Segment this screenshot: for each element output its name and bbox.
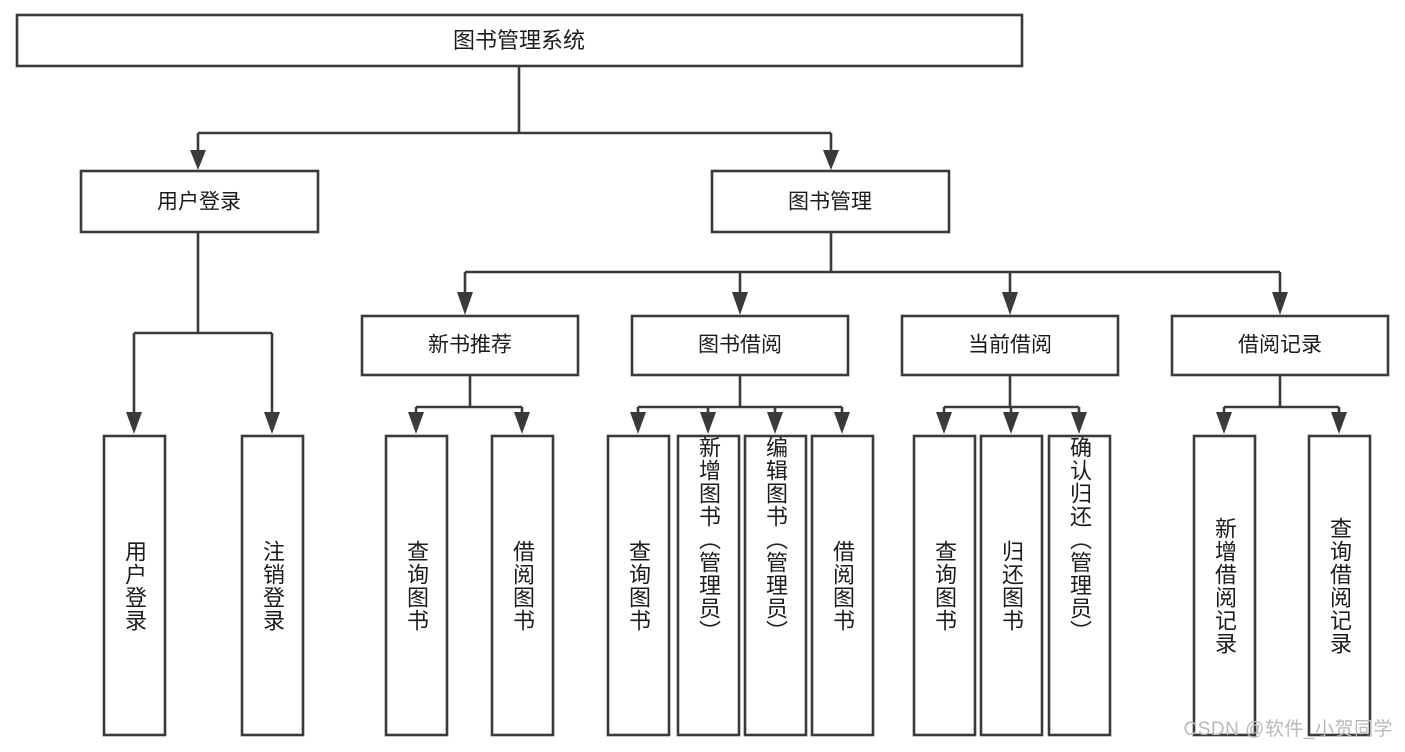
node-book-borrow-box[interactable] xyxy=(630,314,850,377)
watermark-text: CSDN @软件_小贺同学 xyxy=(1183,719,1393,740)
leaf-box-borrow-3[interactable] xyxy=(810,434,875,737)
node-borrow-records-box[interactable] xyxy=(1170,314,1390,377)
leaf-box-current-1[interactable] xyxy=(979,434,1044,737)
arrow-records-l1 xyxy=(1216,412,1232,434)
arrow-borrow-l2 xyxy=(700,412,716,434)
node-user-login[interactable]: 用户登录 xyxy=(79,169,320,234)
node-current-borrow-label: 当前借阅 xyxy=(968,334,1052,357)
leaf-box-borrow-0[interactable] xyxy=(606,434,671,737)
leaf-box-records-0[interactable] xyxy=(1192,434,1257,737)
leaf-box-borrow-1[interactable] xyxy=(676,434,741,737)
arrow-rec-l1 xyxy=(408,412,424,434)
leaf-box-records-1[interactable] xyxy=(1307,434,1372,737)
arrow-borrow-l3 xyxy=(767,412,783,434)
leaf-box-current-0[interactable] xyxy=(912,434,977,737)
arrow-current-l2 xyxy=(1003,412,1019,434)
arrow-root-to-user xyxy=(190,150,206,170)
leaf-box-group xyxy=(102,434,1372,737)
node-new-book-recommend-box[interactable] xyxy=(360,314,580,377)
node-book-management[interactable]: 图书管理 xyxy=(710,169,951,234)
node-user-login-box[interactable] xyxy=(79,169,320,234)
arrow-rec-l2 xyxy=(514,412,530,434)
node-book-borrow[interactable]: 图书借阅 xyxy=(630,314,850,377)
arrow-books-c2 xyxy=(732,292,748,315)
leaf-box-user-login-0[interactable] xyxy=(102,434,167,737)
arrow-borrow-l4 xyxy=(834,412,850,434)
node-book-management-label: 图书管理 xyxy=(788,191,872,214)
node-current-borrow[interactable]: 当前借阅 xyxy=(900,314,1120,377)
node-root-box[interactable] xyxy=(15,13,1024,68)
leaf-box-recommend-1[interactable] xyxy=(490,434,555,737)
node-new-book-recommend-label: 新书推荐 xyxy=(428,334,512,357)
arrow-root-to-books xyxy=(823,150,839,170)
node-user-login-label: 用户登录 xyxy=(157,191,241,214)
arrow-books-c3 xyxy=(1002,292,1018,315)
arrow-records-l2 xyxy=(1331,412,1347,434)
connector-group xyxy=(126,67,1347,434)
node-new-book-recommend[interactable]: 新书推荐 xyxy=(360,314,580,377)
arrow-borrow-l1 xyxy=(630,412,646,434)
arrow-books-c1 xyxy=(457,292,473,315)
node-current-borrow-box[interactable] xyxy=(900,314,1120,377)
arrow-books-c4 xyxy=(1272,292,1288,315)
node-borrow-records-label: 借阅记录 xyxy=(1238,334,1322,357)
node-root-label: 图书管理系统 xyxy=(453,28,585,53)
leaf-box-recommend-0[interactable] xyxy=(384,434,449,737)
arrow-current-l3 xyxy=(1071,412,1087,434)
node-borrow-records[interactable]: 借阅记录 xyxy=(1170,314,1390,377)
node-book-management-box[interactable] xyxy=(710,169,951,234)
leaf-box-user-login-1[interactable] xyxy=(240,434,305,737)
node-book-borrow-label: 图书借阅 xyxy=(698,334,782,357)
node-root[interactable]: 图书管理系统 xyxy=(15,13,1024,68)
arrow-user-leaf2 xyxy=(264,412,280,434)
leaf-box-borrow-2[interactable] xyxy=(743,434,808,737)
arrow-current-l1 xyxy=(936,412,952,434)
arrow-user-leaf1 xyxy=(126,412,142,434)
leaf-box-current-2[interactable] xyxy=(1047,434,1112,737)
